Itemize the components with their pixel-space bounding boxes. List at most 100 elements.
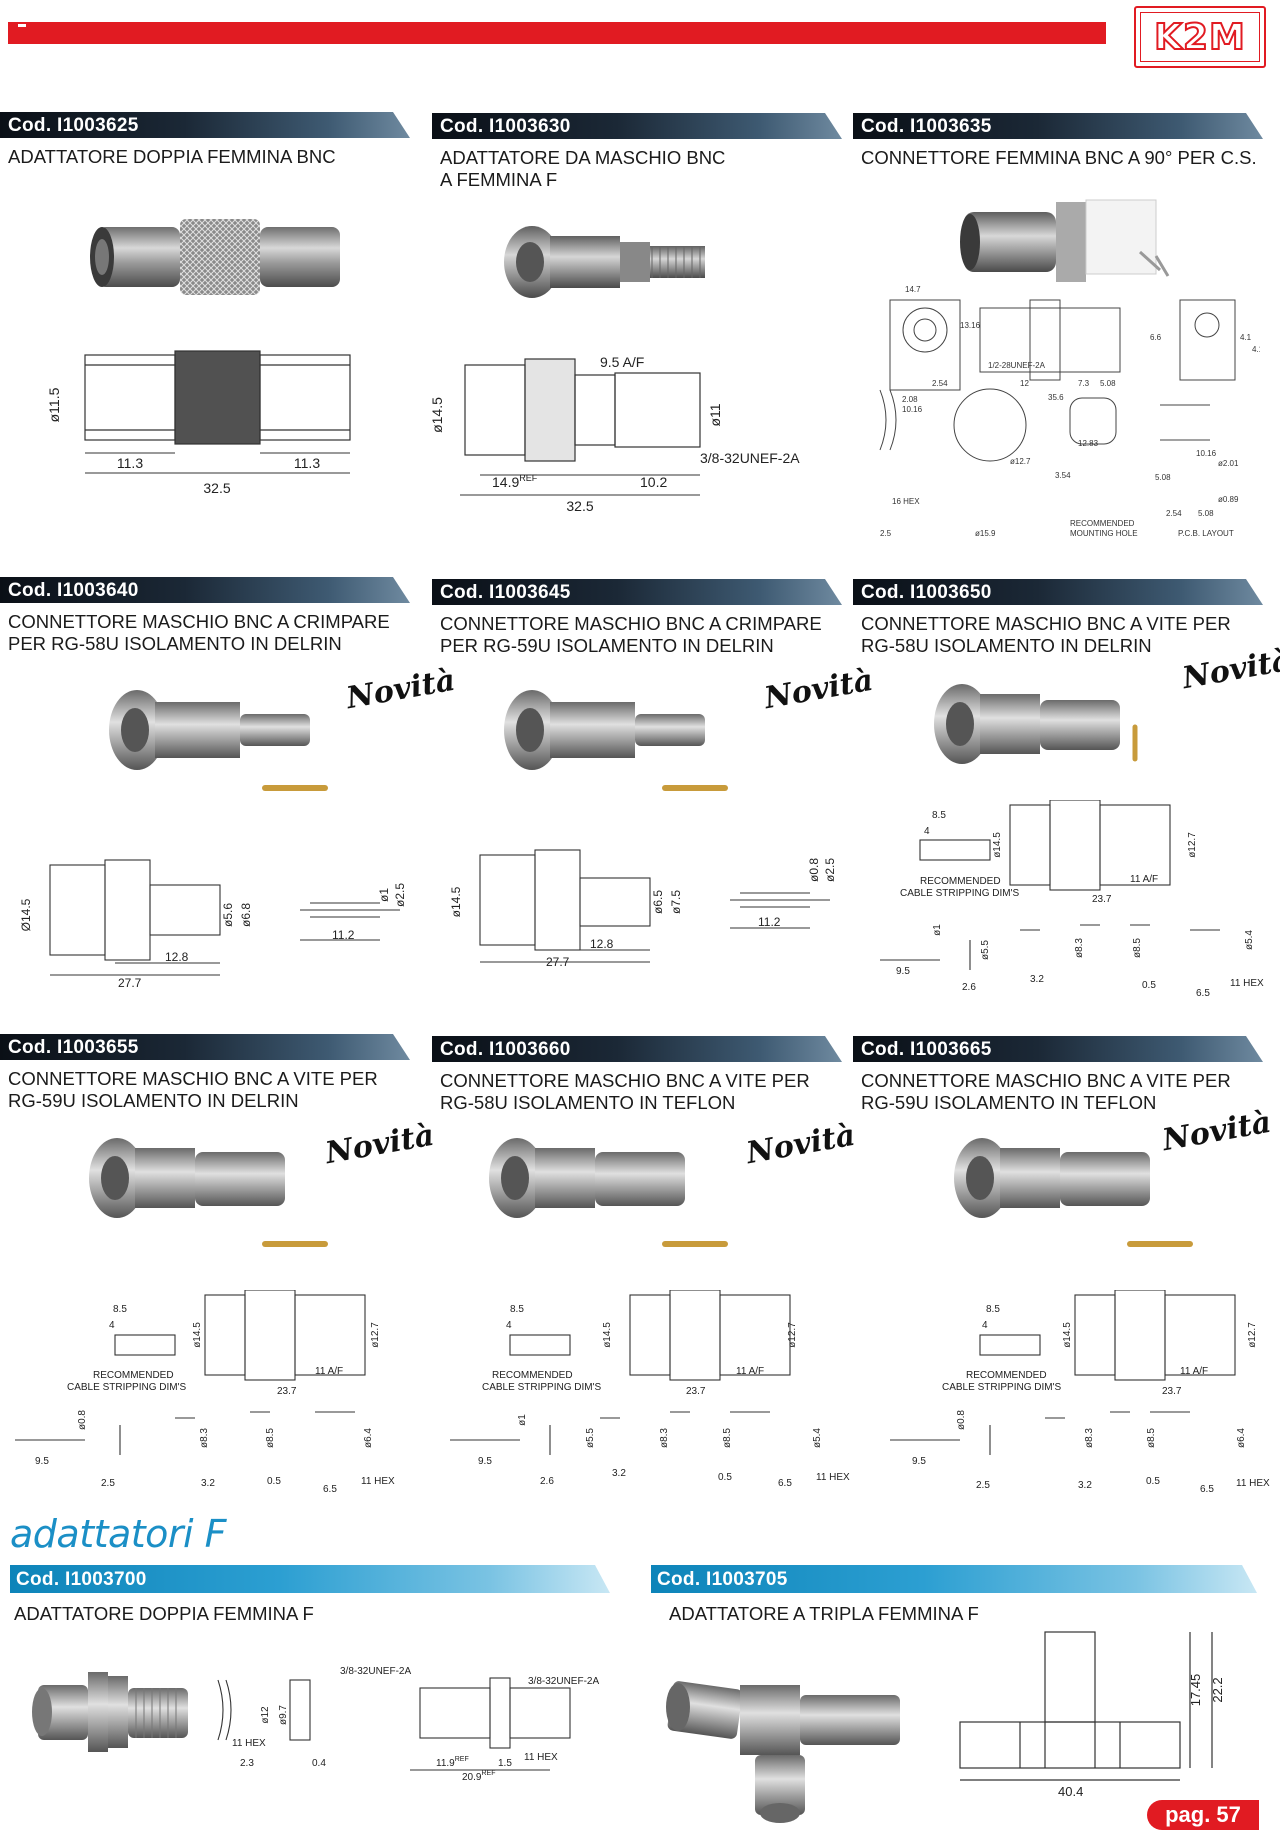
dim-ref-value: 14.9 xyxy=(492,474,519,490)
dim-m: 4.1 xyxy=(1252,345,1260,354)
dim-length: 23.7 xyxy=(1092,894,1112,905)
dim-g: ø8.3 xyxy=(659,1428,670,1448)
dim-q: ø0.89 xyxy=(1218,495,1239,504)
dim-height-2: 22.2 xyxy=(1210,1677,1225,1702)
desc-line-2: RG-59U ISOLAMENTO IN TEFLON xyxy=(861,1092,1157,1113)
tech-drawing-i1003660: 8.5 4 RECOMMENDED CABLE STRIPPING DIM'S … xyxy=(450,1290,850,1489)
dim-af: 11 A/F xyxy=(315,1366,343,1377)
dim-b: 4 xyxy=(109,1320,115,1331)
dim-af: 11 A/F xyxy=(736,1366,764,1377)
desc-line-1: ADATTATORE DOPPIA FEMMINA BNC xyxy=(8,146,336,167)
dim-a: 14.7 xyxy=(905,285,921,294)
dim-diameter: ø14.5 xyxy=(602,1322,613,1348)
tech-drawing-i1003700: 3/8-32UNEF-2A 3/8-32UNEF-2A 11 HEX 11 HE… xyxy=(217,1666,599,1780)
dim-pin-length: 11.2 xyxy=(332,928,355,942)
dim-rec: RECOMMENDED xyxy=(920,876,1001,887)
product-code: Cod. I1003655 xyxy=(8,1037,139,1058)
bnc-right-angle-pcb-photo xyxy=(960,199,1170,282)
dim-diameter: ø14.5 xyxy=(192,1322,203,1348)
dim-diameter-2: ø12.7 xyxy=(370,1322,381,1348)
dim-diameter: ø14.5 xyxy=(429,397,445,433)
dim-j: ø6.4 xyxy=(1236,1428,1247,1448)
dim-i: 0.5 xyxy=(1142,980,1156,991)
brand-logo-frame: K2M xyxy=(1140,12,1260,62)
product-code-bar: Cod. I1003630 xyxy=(432,113,842,139)
dim-e: 2.08 xyxy=(902,395,918,404)
product-code-bar: Cod. I1003665 xyxy=(853,1036,1263,1062)
product-description: ADATTATORE DOPPIA FEMMINA BNC xyxy=(8,146,410,168)
dim-f: 10.16 xyxy=(902,405,923,414)
product-code-bar: Cod. I1003700 xyxy=(10,1565,610,1593)
dim-g: 12 xyxy=(1020,379,1029,388)
dim-e: 11.9REF xyxy=(436,1756,469,1769)
dim-h: ø8.5 xyxy=(265,1428,276,1448)
product-card-i1003650: Cod. I1003650 CONNETTORE MASCHIO BNC A V… xyxy=(853,579,1263,657)
dim-b: 4 xyxy=(924,826,930,837)
tech-drawing-i1003640: Ø14.5 ø5.6 ø6.8 12.8 27.7 11.2 ø1 ø2.5 xyxy=(19,859,407,990)
dim-e-superscript: REF xyxy=(455,1756,469,1763)
dim-hex: 11 HEX xyxy=(1230,978,1264,989)
product-code-bar: Cod. I1003645 xyxy=(432,579,842,605)
bnc-screw-rg58-teflon-photo xyxy=(489,1138,728,1247)
desc-line-1: CONNETTORE MASCHIO BNC A VITE PER xyxy=(8,1068,378,1089)
tech-drawing-i1003645: ø14.5 ø6.5 ø7.5 12.8 27.7 11.2 ø0.8 ø2.5 xyxy=(449,849,837,969)
dim-total-length: 32.5 xyxy=(566,498,593,514)
dim-c: 9.5 xyxy=(35,1456,49,1467)
dim-x: 3.54 xyxy=(1055,471,1071,480)
product-code-bar: Cod. I1003650 xyxy=(853,579,1263,605)
dim-rec-2: CABLE STRIPPING DIM'S xyxy=(900,888,1019,899)
dim-height-1: 17.45 xyxy=(1188,1674,1203,1707)
dim-total-length: 32.5 xyxy=(203,480,230,496)
header-red-bar xyxy=(8,22,1106,44)
dim-diameter: ø11.5 xyxy=(46,387,62,422)
dim-hex-2: 11 HEX xyxy=(524,1752,558,1763)
desc-line-1: ADATTATORE A TRIPLA FEMMINA F xyxy=(669,1603,979,1624)
dim-g: ø8.3 xyxy=(1074,938,1085,958)
dim-ref-superscript: REF xyxy=(519,473,538,483)
product-code: Cod. I1003700 xyxy=(16,1569,147,1590)
dim-pcb-layout: P.C.B. LAYOUT xyxy=(1178,529,1234,538)
dim-pin-length: 11.2 xyxy=(758,915,781,929)
dim-thread-1: 3/8-32UNEF-2A xyxy=(340,1666,411,1677)
dim-t: 5.08 xyxy=(1155,473,1171,482)
dim-pin-dia: ø0.8 xyxy=(807,858,821,882)
dim-e-value: 11.9 xyxy=(436,1758,455,1769)
product-description: ADATTATORE DOPPIA FEMMINA F xyxy=(14,1603,610,1625)
dim-thread: 3/8-32UNEF-2A xyxy=(700,450,800,466)
product-card-i1003640: Cod. I1003640 CONNETTORE MASCHIO BNC A C… xyxy=(0,577,410,655)
dim-b: 4 xyxy=(506,1320,512,1331)
page-number: pag. 57 xyxy=(1147,1800,1259,1830)
desc-line-2: RG-58U ISOLAMENTO IN DELRIN xyxy=(861,635,1152,656)
product-code-bar: Cod. I1003625 xyxy=(0,112,410,138)
desc-line-1: ADATTATORE DOPPIA FEMMINA F xyxy=(14,1603,314,1624)
dim-c: 9.5 xyxy=(912,1456,926,1467)
dim-pin-dia: ø1 xyxy=(377,888,391,902)
tech-drawing-i1003630: ø14.5 ø11 9.5 A/F 3/8-32UNEF-2A 14.9REF … xyxy=(429,354,800,514)
dim-f: 3.2 xyxy=(201,1478,215,1489)
dim-r: 2.54 xyxy=(1166,509,1182,518)
dim-af: 11 A/F xyxy=(1130,874,1158,885)
product-code-bar: Cod. I1003640 xyxy=(0,577,410,603)
dim-pin: ø1 xyxy=(517,1414,528,1426)
dim-rec-2: CABLE STRIPPING DIM'S xyxy=(67,1382,186,1393)
bnc-to-f-adapter-photo xyxy=(504,226,705,298)
product-code: Cod. I1003660 xyxy=(440,1039,571,1060)
dim-j: 35.6 xyxy=(1048,393,1064,402)
dim-a: 8.5 xyxy=(932,810,946,821)
desc-line-2: PER RG-59U ISOLAMENTO IN DELRIN xyxy=(440,635,774,656)
dim-k: 6.5 xyxy=(1196,988,1210,999)
dim-total-length: 27.7 xyxy=(118,976,142,990)
dim-n: 12.83 xyxy=(1078,439,1099,448)
dim-c: 9.5 xyxy=(478,1456,492,1467)
desc-line-2: RG-58U ISOLAMENTO IN TEFLON xyxy=(440,1092,736,1113)
dim-i: 0.5 xyxy=(718,1472,732,1483)
dim-f: 3.2 xyxy=(1078,1480,1092,1491)
dim-a: 2.3 xyxy=(240,1758,254,1769)
dim-hex: 11 HEX xyxy=(361,1476,395,1487)
product-code: Cod. I1003665 xyxy=(861,1039,992,1060)
tech-drawing-i1003635: 14.7 13.16 1/2-28UNEF-2A 2.54 2.08 10.16… xyxy=(879,285,1260,538)
novita-badge: Novità xyxy=(343,662,458,717)
dim-rec: RECOMMENDED xyxy=(966,1370,1047,1381)
